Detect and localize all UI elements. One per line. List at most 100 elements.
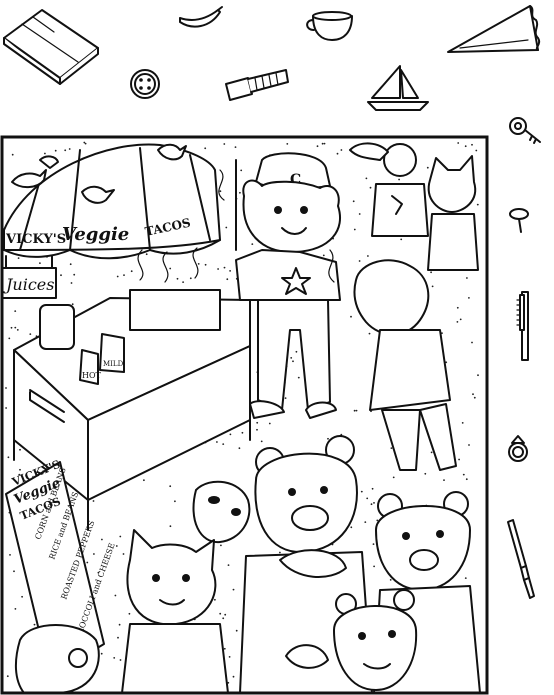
ground-dot: [461, 422, 464, 424]
ground-dot: [443, 479, 445, 481]
ground-dot: [220, 544, 222, 547]
ground-dot: [459, 318, 462, 321]
ground-dot: [122, 553, 125, 555]
ground-dot: [119, 659, 122, 661]
pie-slice-icon[interactable]: [447, 5, 541, 53]
ground-dot: [93, 553, 95, 555]
ground-dot: [204, 147, 207, 150]
ground-dot: [400, 238, 403, 241]
brush-icon[interactable]: [507, 519, 535, 599]
teacup-icon[interactable]: [306, 11, 353, 41]
dog-background[interactable]: [349, 142, 429, 237]
cat-background[interactable]: [427, 155, 479, 271]
ground-dot: [33, 623, 36, 626]
button-icon[interactable]: [130, 69, 160, 99]
cat-foreground[interactable]: [121, 529, 229, 694]
ground-dot: [424, 472, 427, 475]
ground-dot: [71, 303, 74, 306]
ground-dot: [290, 357, 293, 359]
ground-dot: [373, 502, 375, 504]
ground-dot: [475, 149, 478, 152]
ground-dot: [367, 255, 369, 257]
ground-dot: [256, 428, 258, 431]
ground-dot: [360, 490, 363, 493]
ground-dot: [10, 326, 13, 329]
ground-dot: [477, 374, 479, 377]
ground-dot: [228, 656, 231, 658]
bird-1: [11, 169, 47, 188]
cat-vendor[interactable]: C: [235, 152, 341, 419]
ground-dot: [223, 647, 226, 650]
ground-dot: [352, 200, 355, 203]
ground-dot: [176, 277, 179, 280]
ground-dot: [476, 203, 479, 206]
ground-dot: [358, 260, 361, 262]
scene-border: [0, 135, 489, 695]
spotted-dog[interactable]: [192, 480, 251, 544]
ground-dot: [189, 277, 192, 280]
flashlight-icon[interactable]: [225, 69, 289, 101]
ground-dot: [430, 271, 432, 274]
jar: [39, 304, 75, 350]
menu-sign[interactable]: VICKY'S Veggie TACOS CORN and BEANS RICE…: [5, 458, 117, 677]
ground-dot: [117, 636, 119, 639]
taco-stand-umbrella[interactable]: VICKY'S Veggie TACOS: [3, 143, 221, 260]
figure-bottom-left[interactable]: [14, 624, 100, 694]
ground-dot: [323, 142, 326, 145]
key-icon[interactable]: [509, 117, 541, 144]
ground-dot: [11, 153, 14, 156]
ground-dot: [468, 297, 470, 299]
ground-dot: [223, 143, 226, 145]
ground-dot: [73, 273, 76, 276]
ground-dot: [70, 282, 73, 284]
ground-dot: [364, 521, 367, 523]
ground-dot: [143, 479, 145, 482]
ground-dot: [5, 387, 7, 389]
ground-dot: [119, 535, 122, 538]
ring-icon[interactable]: [508, 435, 528, 462]
ground-dot: [473, 396, 476, 399]
cart-tray: [129, 289, 221, 331]
ground-dot: [225, 226, 228, 229]
ground-dot: [292, 360, 294, 363]
ground-dot: [18, 473, 21, 476]
umbrella-text-veggie: Veggie: [62, 224, 129, 245]
ground-dot: [169, 525, 172, 528]
ground-dot: [373, 565, 375, 568]
ground-dot: [229, 433, 232, 436]
ground-dot: [279, 551, 281, 554]
butter-icon[interactable]: [3, 9, 99, 85]
ground-dot: [340, 149, 343, 151]
ground-dot: [358, 213, 361, 215]
ground-dot: [214, 598, 216, 601]
juices-sign[interactable]: Juices: [1, 255, 57, 299]
ground-dot: [268, 422, 271, 425]
ground-dot: [118, 623, 121, 626]
ground-dot: [197, 263, 200, 265]
thumbtack-icon[interactable]: [509, 208, 529, 233]
svg-text:HOT: HOT: [82, 371, 102, 380]
ground-dot: [468, 444, 470, 446]
ground-dot: [97, 571, 100, 574]
sailboat-icon[interactable]: [367, 65, 429, 111]
ground-dot: [5, 407, 7, 409]
ground-dot: [224, 613, 227, 616]
taco-cart[interactable]: HOT MILD: [13, 247, 251, 531]
ground-dot: [6, 675, 9, 678]
ground-dot: [295, 350, 298, 353]
toothbrush-icon[interactable]: [516, 291, 529, 361]
tiger-cub[interactable]: [285, 589, 418, 691]
ground-dot: [219, 612, 222, 615]
ground-dot: [353, 228, 356, 231]
svg-text:MILD: MILD: [103, 360, 124, 368]
ground-dot: [174, 500, 176, 503]
ground-dot: [219, 190, 222, 193]
ground-dot: [316, 145, 319, 148]
banana-icon[interactable]: [179, 6, 223, 28]
ground-dot: [84, 142, 87, 145]
ground-dot: [322, 254, 325, 257]
shaggy-dog[interactable]: [353, 259, 457, 471]
ground-dot: [216, 441, 218, 443]
ground-dot: [29, 333, 32, 335]
ground-dot: [456, 321, 459, 323]
